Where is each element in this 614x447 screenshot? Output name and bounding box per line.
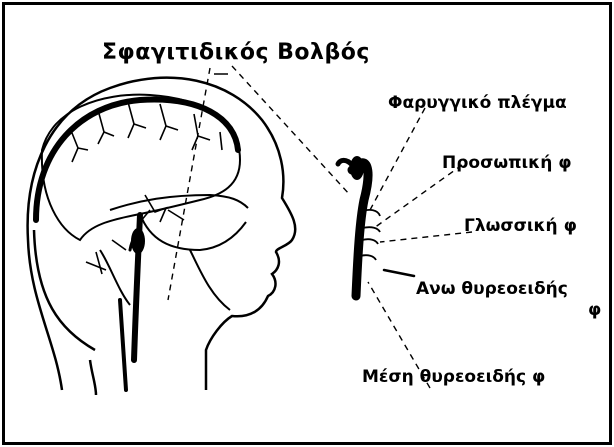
head-bulb [131,228,145,254]
diagram-title: Σφαγιτιδικός Βολβός [102,40,370,65]
label-superior-thyroid-vein: Ανω θυρεοειδής [416,279,568,299]
label-lingual-vein: Γλωσσική φ [464,216,577,236]
head-outline [28,78,296,395]
label-middle-thyroid-vein: Μέση θυρεοειδής φ [362,367,545,387]
label-pharyngeal-plexus: Φαρυγγικό πλέγμα [388,93,567,113]
jugular-bulb [350,156,364,180]
label-superior-thyroid-vein-suffix: φ [588,300,601,320]
label-facial-vein: Προσωπική φ [442,153,572,173]
